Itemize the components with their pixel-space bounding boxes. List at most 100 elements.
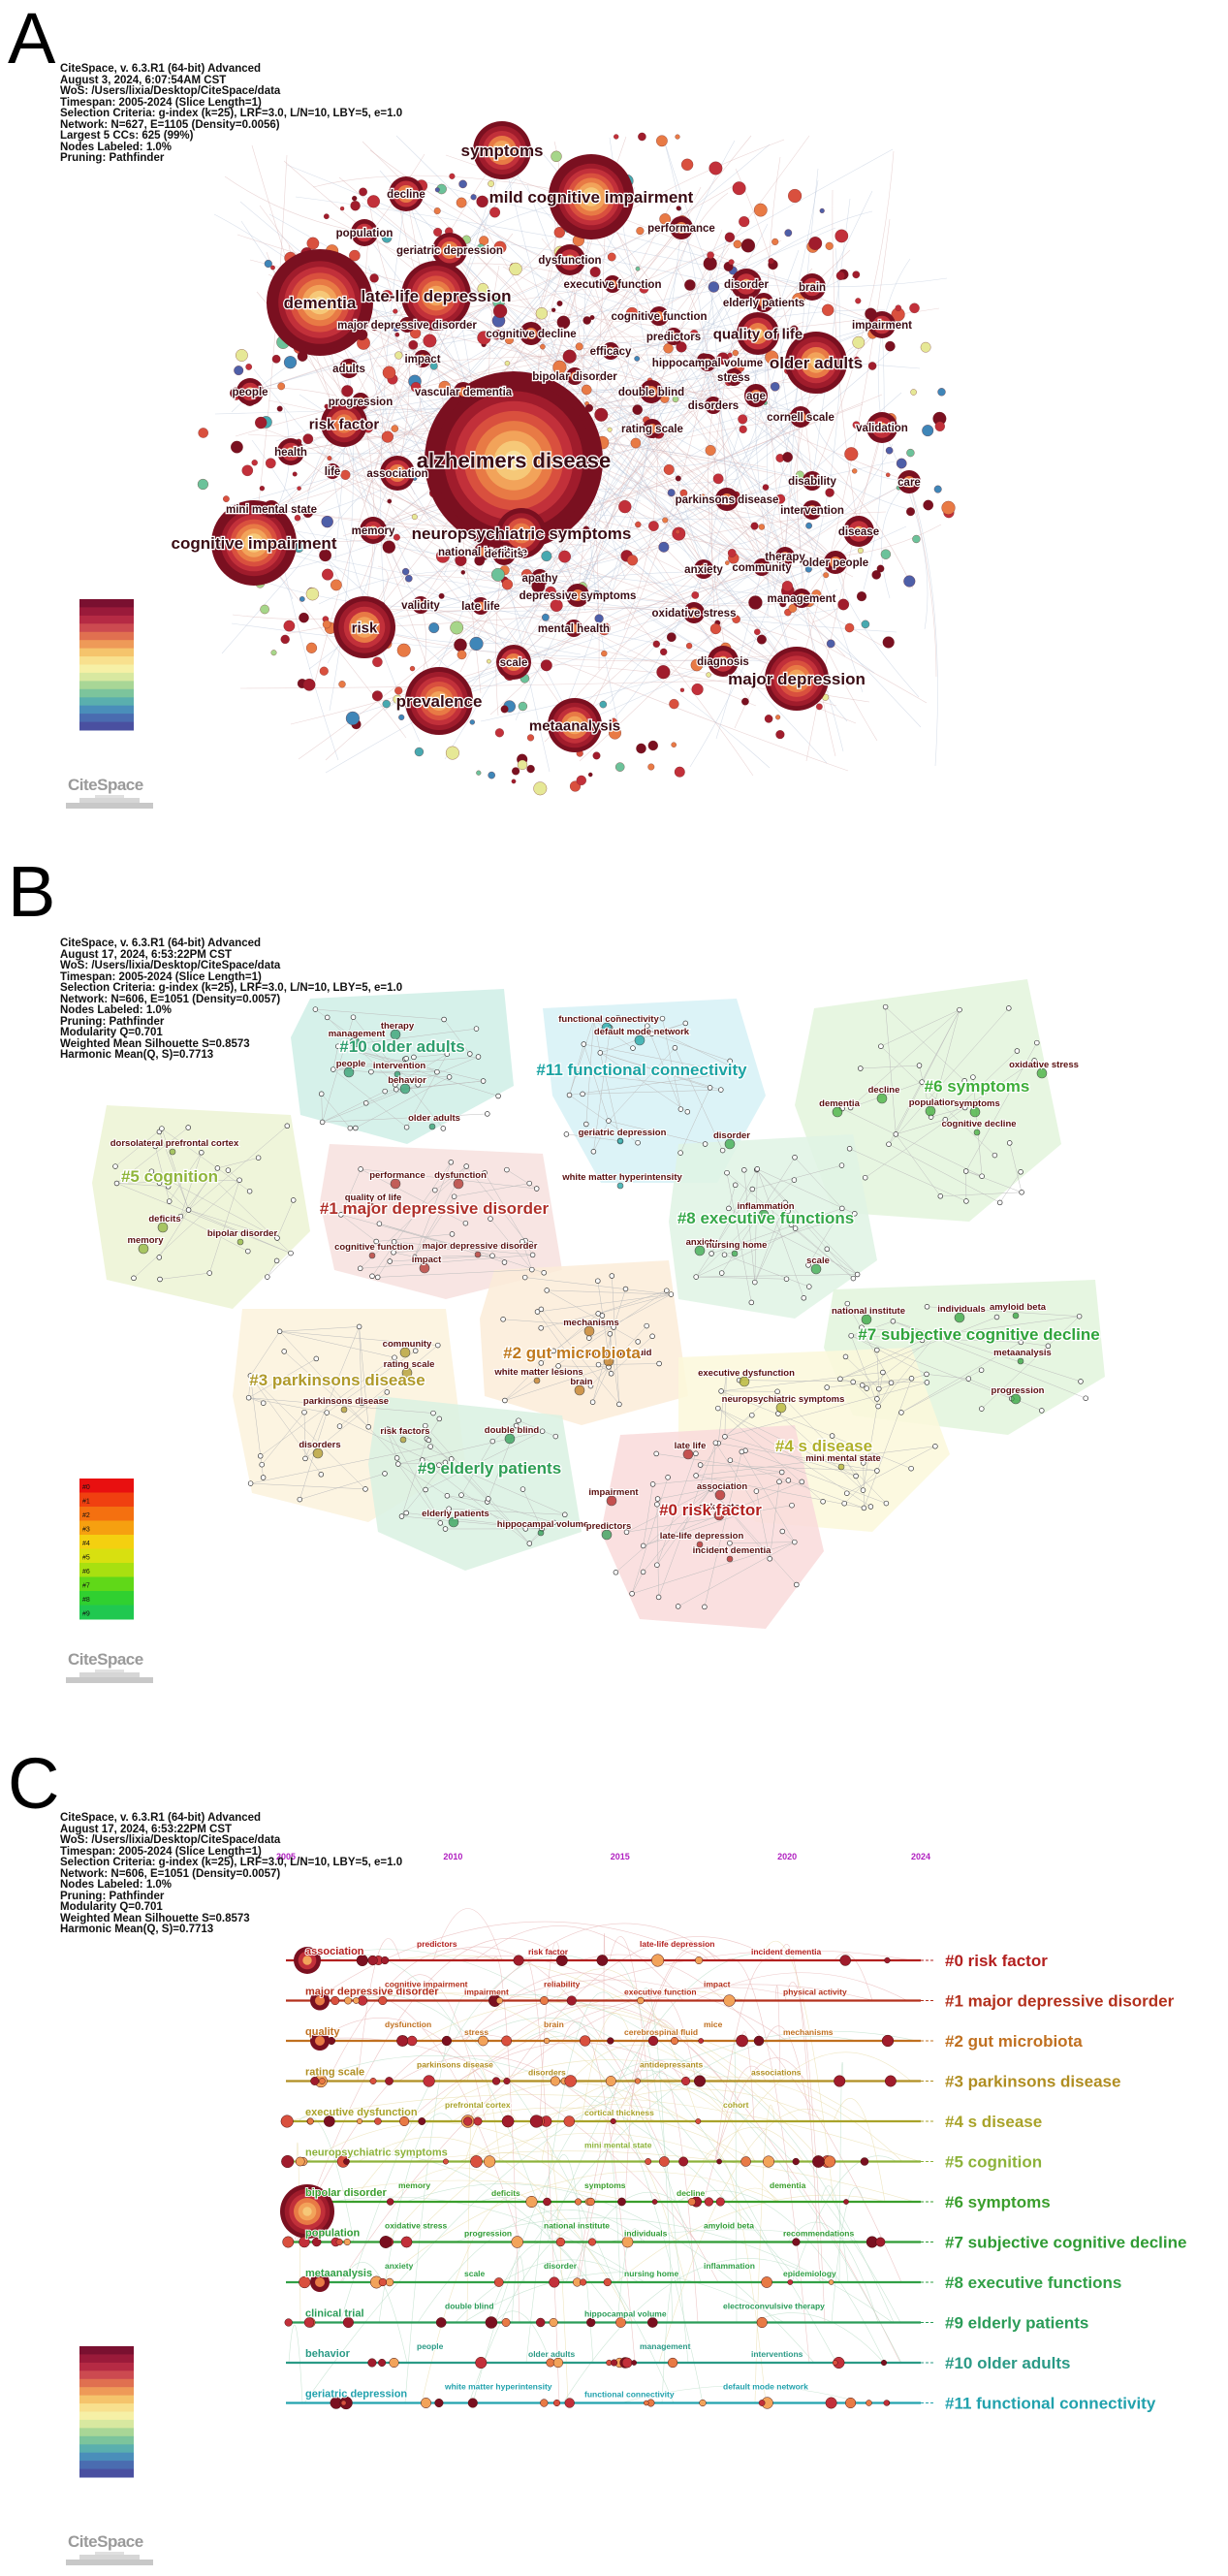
term-label: neuropsychiatric symptoms <box>722 1394 845 1405</box>
network-node <box>896 458 907 469</box>
network-node <box>623 1529 630 1536</box>
network-node <box>152 1143 159 1150</box>
network-node <box>705 445 716 456</box>
network-node <box>754 293 773 312</box>
network-node <box>718 1270 725 1276</box>
network-node <box>493 240 507 254</box>
network-node <box>861 1505 867 1511</box>
network-node <box>699 354 716 371</box>
color-legend <box>79 599 134 731</box>
network-node <box>659 1015 666 1022</box>
network-node <box>640 1569 646 1575</box>
network-node <box>501 1259 508 1265</box>
network-node <box>277 438 304 465</box>
network-node <box>643 419 662 438</box>
network-node <box>732 181 746 196</box>
network-node <box>545 586 556 598</box>
legend-label: #0 <box>82 1484 90 1491</box>
network-node <box>705 397 722 414</box>
network-node <box>387 498 393 504</box>
network-node <box>648 1031 655 1037</box>
node-label: double blind <box>618 387 684 398</box>
node-label: mini mental state <box>226 504 317 516</box>
term-label: oxidative stress <box>1009 1060 1079 1070</box>
network-nodes <box>211 121 921 752</box>
timeline-node <box>756 2316 768 2329</box>
term-node <box>694 1245 706 1256</box>
network-node <box>903 575 916 588</box>
network-node <box>411 514 418 521</box>
term-label: predictors <box>586 1521 631 1532</box>
node-label: population <box>336 228 394 239</box>
citespace-info: CiteSpace, v. 6.3.R1 (64-bit) Advanced A… <box>60 63 402 165</box>
network-node <box>270 650 277 656</box>
network-node <box>886 1141 892 1147</box>
network-node <box>442 528 448 535</box>
network-node <box>592 751 601 760</box>
network-node <box>852 270 861 279</box>
network-node <box>744 384 768 407</box>
network-node <box>357 1265 363 1272</box>
network-node <box>992 1152 998 1159</box>
timeline-node <box>834 2075 846 2087</box>
network-node <box>801 1295 807 1301</box>
network-node <box>518 701 528 712</box>
network-node <box>432 233 467 268</box>
term-node <box>713 1510 725 1521</box>
term-label: older adults <box>408 1113 460 1124</box>
term-node <box>739 1376 750 1387</box>
network-node <box>961 1078 967 1084</box>
network-node <box>672 396 679 403</box>
network-node <box>788 1222 795 1227</box>
term-node <box>832 1106 843 1118</box>
node-label: life <box>325 466 341 478</box>
timeline-node <box>385 2077 394 2085</box>
network-node <box>731 269 762 300</box>
timeline-term: electroconvulsive therapy <box>723 2302 825 2311</box>
network-node <box>844 1300 851 1307</box>
timeline-node <box>866 2400 872 2406</box>
network-node <box>738 414 748 425</box>
network-node <box>668 1291 675 1297</box>
network-node <box>618 499 632 514</box>
timeline-node <box>467 2398 478 2408</box>
network-node <box>403 1056 409 1062</box>
term-label: metaanalysis <box>993 1348 1052 1358</box>
network-node <box>482 1170 488 1176</box>
network-node <box>583 525 590 533</box>
network-node <box>741 697 749 706</box>
network-node <box>792 293 805 306</box>
network-node <box>260 1400 267 1406</box>
network-node <box>693 1450 699 1457</box>
network-node <box>867 1504 874 1510</box>
network-node <box>333 596 395 658</box>
network-node <box>350 1014 357 1020</box>
network-node <box>302 507 313 519</box>
logo-text: CiteSpace <box>68 776 143 794</box>
term-node <box>876 1093 888 1104</box>
legend-label: #1 <box>82 1498 90 1505</box>
network-node <box>724 232 736 242</box>
network-node <box>562 1511 568 1518</box>
network-node <box>739 425 747 433</box>
network-node <box>371 690 383 702</box>
network-node <box>732 349 739 357</box>
network-node <box>765 350 779 365</box>
term-label: brain <box>570 1377 592 1387</box>
network-node <box>789 1502 795 1509</box>
network-node <box>603 591 609 598</box>
network-node <box>374 1274 381 1281</box>
node-label: national institute <box>438 547 527 558</box>
network-node <box>351 219 378 246</box>
network-node <box>842 1353 849 1360</box>
network-node <box>312 1006 319 1012</box>
network-node <box>776 1479 782 1485</box>
timeline-node <box>513 1955 524 1966</box>
timeline-node <box>634 2078 641 2084</box>
network-node <box>791 1177 798 1183</box>
network-node <box>245 364 253 370</box>
network-node <box>393 694 402 704</box>
